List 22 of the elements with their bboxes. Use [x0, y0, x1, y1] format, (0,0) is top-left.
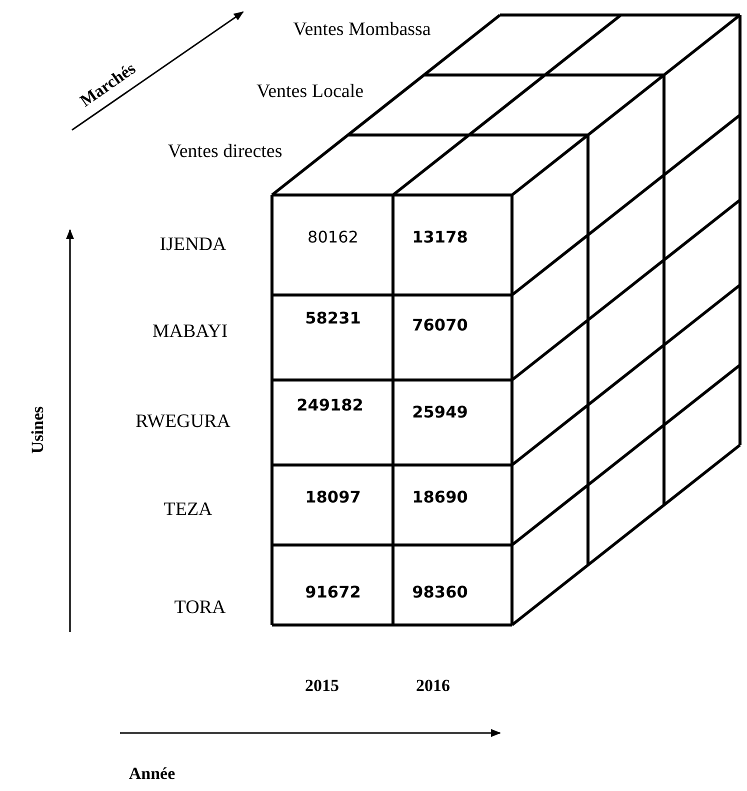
cell-value: 249182 — [296, 396, 364, 414]
row-label: TEZA — [164, 499, 212, 521]
cell-value: 58231 — [305, 308, 361, 328]
cell-value: 80162 — [308, 228, 358, 246]
row-label: IJENDA — [160, 234, 226, 256]
axis-title: Usines — [28, 406, 48, 454]
axis-title: Année — [128, 764, 176, 784]
row-label: MABAYI — [152, 321, 228, 343]
cell-value: 91672 — [305, 582, 361, 602]
axis-category-label: Ventes directes — [168, 141, 282, 163]
row-label: RWEGURA — [136, 411, 230, 433]
cell-value: 25949 — [412, 402, 468, 422]
row-label: TORA — [174, 597, 226, 619]
column-label: 2016 — [416, 676, 450, 696]
cell-value: 18097 — [305, 488, 361, 506]
axis-category-label: Ventes Locale — [256, 81, 364, 103]
cell-value: 18690 — [412, 488, 468, 506]
cell-value: 76070 — [412, 316, 468, 334]
cell-value: 13178 — [412, 228, 468, 246]
column-label: 2015 — [305, 676, 339, 696]
cell-value: 98360 — [412, 582, 468, 602]
axis-category-label: Ventes Mombassa — [293, 19, 431, 41]
